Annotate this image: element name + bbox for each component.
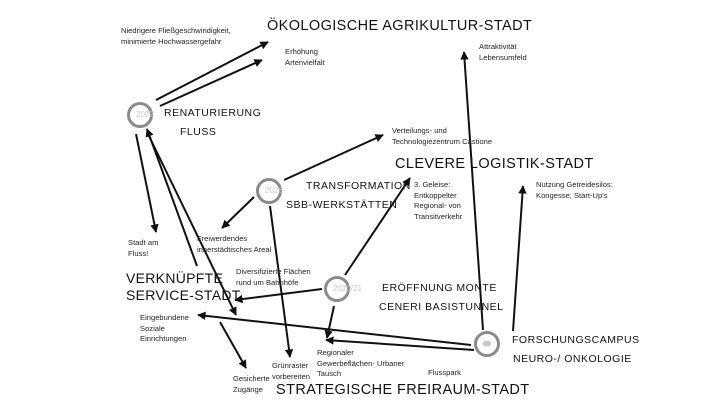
note-zugaenge: Gesicherte Zugänge xyxy=(233,374,270,395)
note-line: Regionaler xyxy=(317,348,354,357)
arrow-renaturierung-to-oeko xyxy=(155,41,269,101)
note-line: Soziale xyxy=(140,323,165,333)
event-line1: FORSCHUNGSCAMPUS xyxy=(512,334,640,346)
note-line: Transitverkehr xyxy=(414,211,463,221)
note-line: Freiwerdendes xyxy=(197,234,248,243)
event-label-transformation: TRANSFORMATION SBB-WERKSTÄTTEN xyxy=(286,177,411,215)
note-line: Entkoppelter xyxy=(414,190,457,200)
note-line: Niedrigere Fließgeschwindigkeit, xyxy=(121,26,231,35)
note-getreidesilos: Nutzung Getreidesilos: Kongesse, Start-U… xyxy=(536,180,613,201)
city-oekologische-agrikultur: ÖKOLOGISCHE AGRIKULTUR-STADT xyxy=(267,18,533,34)
arrow-renaturierung-to-service xyxy=(147,133,237,316)
note-line: 3. Geleise: xyxy=(414,180,451,189)
note-areal: Freiwerdendes innerstädtisches Areal xyxy=(197,234,271,255)
arrow-transformation-to-gruenraster xyxy=(269,205,294,358)
note-line: Nutzung Getreidesilos: xyxy=(536,180,613,189)
event-year: 2022 xyxy=(136,110,154,119)
arrow-monte-to-logistik xyxy=(344,177,411,276)
note-line: Stadt am xyxy=(128,238,159,247)
note-line: Gesicherte xyxy=(233,374,270,383)
event-line2: CENERI BASISTUNNEL xyxy=(379,301,504,313)
event-label-forschungscampus: FORSCHUNGSCAMPUS NEURO-/ ONKOLOGIE xyxy=(512,331,640,369)
note-line: Lebensumfeld xyxy=(479,52,527,62)
note-soziale-einrichtungen: Eingebundene Soziale Einrichtungen xyxy=(140,313,189,345)
note-attraktivitaet: Attraktivität Lebensumfeld xyxy=(479,42,527,63)
note-line: Diversifizierte Flächen xyxy=(236,267,311,276)
note-line: Tausch xyxy=(317,369,342,378)
arrow-renaturierung-to-arten xyxy=(159,59,263,107)
event-node-forschungscampus xyxy=(474,331,500,357)
note-line: Gewerbeflächen- Urbaner xyxy=(317,358,405,368)
event-year: 2020/21 xyxy=(333,284,362,293)
city-verknuepfte-service: VERKNÜPFTE SERVICE-STADT xyxy=(126,270,241,304)
note-line: Einrichtungen xyxy=(140,334,187,343)
note-line: Attraktivität xyxy=(479,42,517,51)
note-gewerbeflaechen: Regionaler Gewerbeflächen- Urbaner Tausc… xyxy=(317,348,404,380)
note-line: innerstädtisches Areal xyxy=(197,244,272,254)
note-line: minimierte Hochwassergefahr xyxy=(121,36,222,46)
note-line: rund um Bahnhöfe xyxy=(236,277,299,287)
ring-icon xyxy=(256,178,282,204)
ring-icon xyxy=(324,276,350,302)
note-stadt-am-fluss: Stadt am Fluss! xyxy=(128,238,158,259)
note-artenvielfalt: Erhöhung Artenvielfalt xyxy=(285,47,325,68)
note-line: Grünraster xyxy=(272,361,309,370)
note-line: Verteilungs- und xyxy=(392,126,447,135)
note-line: Erhöhung xyxy=(285,47,318,56)
event-node-transformation: 2026 xyxy=(256,178,283,204)
arrow-forschung-to-gewerbe xyxy=(325,336,475,351)
note-line: Technologiezentrum Castione xyxy=(392,136,493,146)
city-clevere-logistik: CLEVERE LOGISTIK-STADT xyxy=(395,156,594,172)
arrow-service-to-renaturierung xyxy=(145,128,198,267)
arrow-transformation-to-areal xyxy=(221,196,255,229)
ring-icon xyxy=(127,102,153,128)
note-line: Fluss! xyxy=(128,248,149,258)
arrow-service-to-zugaenge xyxy=(219,321,247,369)
note-line: Regional- von xyxy=(414,201,461,210)
ring-icon xyxy=(474,331,500,357)
note-fliessgeschwindigkeit: Niedrigere Fließgeschwindigkeit, minimie… xyxy=(121,26,231,47)
arrow-forschung-to-attraktivitaet xyxy=(460,51,484,331)
arrow-monte-to-gewerbe xyxy=(324,305,335,339)
note-line: Zugänge xyxy=(233,384,263,394)
note-flusspark: Flusspark xyxy=(428,368,461,377)
arrow-forschung-to-getreidesilos xyxy=(512,185,527,332)
note-line: Artenvielfalt xyxy=(285,57,325,67)
arrow-renaturierung-to-stadt-am-fluss xyxy=(135,133,159,233)
event-line1: TRANSFORMATION xyxy=(306,180,411,192)
note-line: Eingebundene xyxy=(140,313,189,322)
note-line: vorbereiten xyxy=(272,371,310,381)
event-line2: SBB-WERKSTÄTTEN xyxy=(286,199,398,211)
arrow-forschung-to-einrichtungen xyxy=(197,311,472,346)
event-line2: NEURO-/ ONKOLOGIE xyxy=(513,353,632,365)
arrow-transformation-to-verteilung xyxy=(283,134,384,181)
arrow-monte-to-bahnhoefe xyxy=(234,288,323,304)
note-bahnhoefe: Diversifizierte Flächen rund um Bahnhöfe xyxy=(236,267,311,288)
event-label-monte-ceneri: ERÖFFNUNG MONTE CENERI BASISTUNNEL xyxy=(379,279,504,317)
brain-icon xyxy=(482,340,492,347)
event-node-monte-ceneri: 2020/21 xyxy=(324,276,362,302)
event-label-renaturierung: RENATURIERUNG FLUSS xyxy=(164,104,261,142)
event-line1: ERÖFFNUNG MONTE xyxy=(382,282,497,294)
note-geleise: 3. Geleise: Entkoppelter Regional- von T… xyxy=(414,180,462,222)
city-service-line2: SERVICE-STADT xyxy=(126,287,241,303)
city-strategische-freiraum: STRATEGISCHE FREIRAUM-STADT xyxy=(276,382,530,398)
event-node-renaturierung: 2022 xyxy=(127,102,154,128)
note-gruenraster: Grünraster vorbereiten xyxy=(272,361,310,382)
event-line1: RENATURIERUNG xyxy=(164,107,262,119)
note-verteilungszentrum: Verteilungs- und Technologiezentrum Cast… xyxy=(392,126,492,147)
city-service-line1: VERKNÜPFTE xyxy=(126,270,224,286)
event-year: 2026 xyxy=(265,186,283,195)
event-line2: FLUSS xyxy=(180,126,217,138)
note-line: Kongesse, Start-Up's xyxy=(536,190,608,200)
